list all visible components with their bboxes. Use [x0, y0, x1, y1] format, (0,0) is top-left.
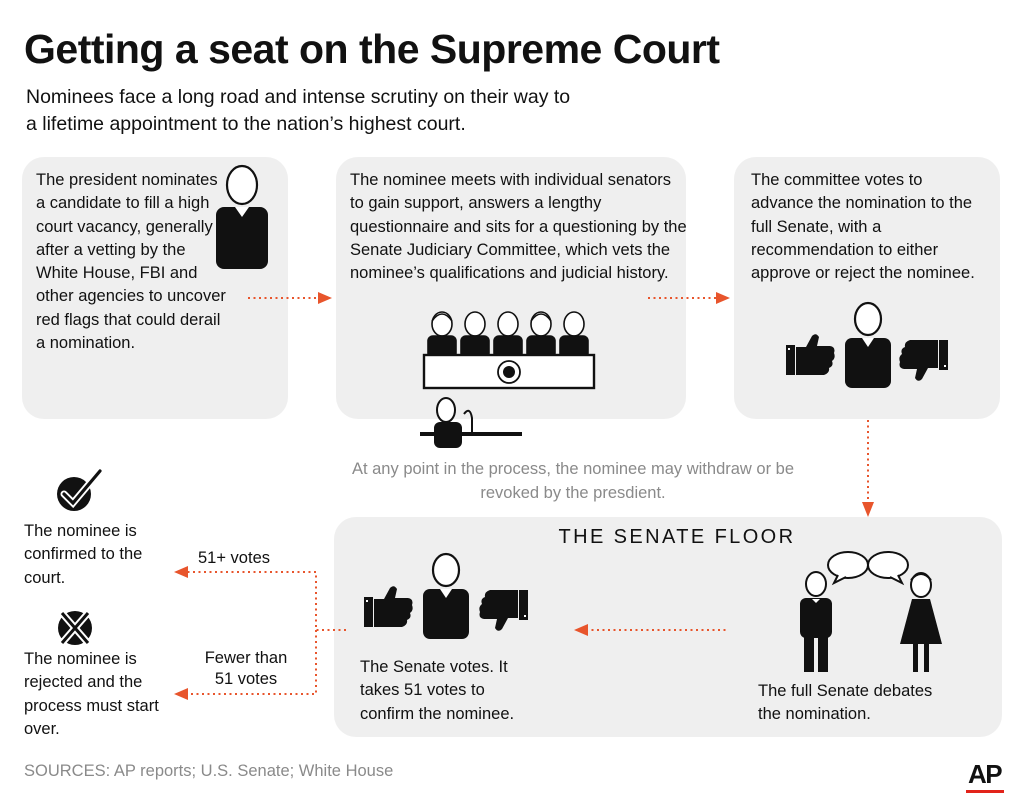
thumbs-up-icon	[786, 333, 836, 375]
judiciary-committee-icon	[422, 311, 596, 390]
arrow-step1-to-step2	[248, 292, 332, 304]
arrow-vote-to-outcomes	[174, 566, 346, 700]
arrow-step2-to-step3	[648, 292, 730, 304]
step-1-text: The president nominates a candidate to f…	[36, 171, 226, 353]
senator-woman-icon	[900, 572, 942, 672]
confirmed-vote-label: 51+ votes	[197, 549, 270, 567]
senate-floor-title: THE SENATE FLOOR	[558, 526, 796, 548]
thumbs-up-icon	[364, 585, 414, 627]
speech-bubble-icon	[827, 551, 909, 586]
senator-man-icon	[800, 571, 832, 672]
witness-table-icon	[420, 397, 522, 448]
thumbs-down-icon	[478, 590, 528, 632]
page-title: Getting a seat on the Supreme Court	[24, 26, 720, 72]
person-icon	[845, 301, 891, 388]
arrow-step3-to-senate	[862, 420, 874, 517]
debate-text: The full Senate debates the nomination.	[758, 682, 933, 724]
sources-credit: SOURCES: AP reports; U.S. Senate; White …	[24, 762, 394, 780]
person-icon	[423, 552, 469, 639]
arrow-debate-to-vote	[574, 624, 726, 636]
step-3-text: The committee votes to advance the nomin…	[751, 171, 975, 283]
rejected-vote-label: Fewer than 51 votes	[204, 649, 288, 688]
x-mark-icon	[58, 610, 92, 646]
ap-logo-underline	[966, 790, 1004, 793]
thumbs-down-icon	[898, 340, 948, 382]
checkmark-icon	[57, 467, 104, 511]
step-2-text: The nominee meets with individual senato…	[350, 171, 687, 283]
withdrawal-note: At any point in the process, the nominee…	[351, 460, 795, 502]
person-icon	[216, 164, 268, 269]
vote-text: The Senate votes. It takes 51 votes to c…	[360, 658, 515, 723]
rejected-text: The nominee is rejected and the process …	[24, 650, 159, 738]
page-subtitle: Nominees face a long road and intense sc…	[26, 86, 571, 135]
confirmed-text: The nominee is confirmed to the court.	[24, 522, 143, 587]
ap-logo: AP	[968, 759, 1003, 789]
